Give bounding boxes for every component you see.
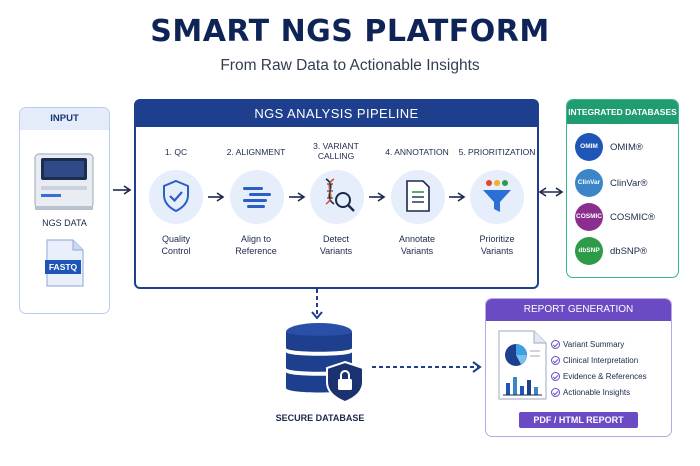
check-icon: [551, 388, 560, 397]
document-icon: [406, 180, 430, 212]
step-title-line: 3. VARIANT: [313, 141, 359, 151]
step-desc-line: Reference: [235, 246, 277, 256]
step-title-line: CALLING: [317, 151, 355, 161]
sequencer-icon: [34, 153, 94, 210]
report-item: Actionable Insights: [563, 388, 631, 397]
step-icon-bg: [149, 170, 203, 224]
cosmic-logo: COSMIC: [575, 203, 603, 231]
database-name: ClinVar®: [610, 178, 648, 189]
database-name: dbSNP®: [610, 246, 648, 257]
pdf-html-report-button[interactable]: PDF / HTML REPORT: [519, 412, 638, 428]
input-panel-title: INPUT: [20, 108, 109, 130]
arrow-right-icon: [208, 192, 225, 202]
step-desc-line: Align to: [240, 234, 272, 244]
database-name: OMIM®: [610, 142, 643, 153]
page-subtitle: From Raw Data to Actionable Insights: [220, 57, 480, 74]
step-desc-line: Variants: [400, 246, 434, 256]
step-desc-line: Control: [161, 246, 191, 256]
databases-panel: INTEGRATED DATABASES OMIM OMIM® ClinVar …: [566, 99, 679, 278]
bidirectional-arrow-icon: [538, 187, 564, 197]
pipeline-title: NGS ANALYSIS PIPELINE: [136, 101, 537, 127]
step-desc: Prioritize Variants: [457, 233, 537, 257]
step-title: 3. VARIANT CALLING: [296, 141, 376, 161]
report-title: REPORT GENERATION: [486, 299, 671, 321]
step-desc: Detect Variants: [296, 233, 376, 257]
check-icon: [551, 372, 560, 381]
report-item: Clinical Interpretation: [563, 356, 639, 365]
step-desc-line: Prioritize: [479, 234, 515, 244]
arrow-right-icon: [289, 192, 306, 202]
step-title: 2. ALIGNMENT: [226, 147, 286, 157]
dashed-arrow-right-icon: [372, 361, 482, 373]
check-icon: [551, 340, 560, 349]
step-desc: Align to Reference: [216, 233, 296, 257]
report-item: Evidence & References: [563, 372, 647, 381]
dbsnp-logo: dbSNP: [575, 237, 603, 265]
step-desc-line: Variants: [319, 246, 353, 256]
funnel-icon: [483, 180, 511, 212]
step-desc: Annotate Variants: [377, 233, 457, 257]
step-desc-line: Annotate: [398, 234, 436, 244]
step-title: 1. QC: [164, 147, 188, 157]
step-desc-line: Quality: [161, 234, 190, 244]
arrow-right-icon: [449, 192, 466, 202]
check-icon: [551, 356, 560, 365]
step-title: 4. ANNOTATION: [385, 147, 449, 157]
arrow-right-icon: [113, 185, 132, 195]
fastq-file-label: FASTQ: [48, 262, 78, 272]
step-desc-line: Variants: [480, 246, 514, 256]
dna-magnifier-icon: [325, 178, 355, 212]
dashed-arrow-down-icon: [311, 289, 323, 320]
input-panel: INPUT NGS DATA FASTQ: [19, 107, 110, 314]
shield-check-icon: [163, 179, 189, 213]
arrow-right-icon: [369, 192, 386, 202]
fastq-file-icon: [45, 239, 84, 287]
report-panel: REPORT GENERATION Variant Summary Clinic…: [485, 298, 672, 437]
align-bars-icon: [243, 187, 271, 208]
report-item: Variant Summary: [563, 340, 625, 349]
page-title: SMART NGS PLATFORM: [150, 14, 550, 49]
ngs-data-label: NGS DATA: [42, 218, 87, 228]
step-desc: Quality Control: [136, 233, 216, 257]
step-title: 5. PRIORITIZATION: [458, 147, 536, 157]
omim-logo: OMIM: [575, 133, 603, 161]
clinvar-logo: ClinVar: [575, 169, 603, 197]
secure-database-icon: [286, 323, 364, 404]
report-document-icon: [498, 330, 547, 400]
databases-title: INTEGRATED DATABASES: [567, 100, 678, 124]
database-name: COSMIC®: [610, 212, 655, 223]
secure-database-label: SECURE DATABASE: [275, 413, 365, 423]
pipeline-panel: NGS ANALYSIS PIPELINE 1. QC Quality Cont…: [134, 99, 539, 289]
step-icon-bg: [230, 170, 284, 224]
step-desc-line: Detect: [322, 234, 349, 244]
